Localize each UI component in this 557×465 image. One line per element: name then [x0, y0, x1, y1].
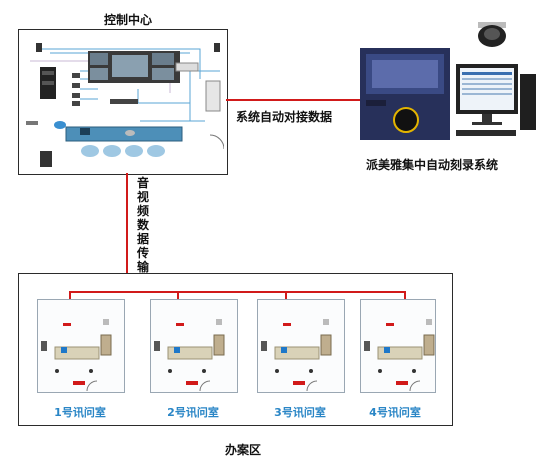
chair [81, 145, 99, 157]
speaker-right [214, 43, 220, 52]
data-link-label: 系统自动对接数据 [236, 110, 333, 124]
data-link-line [226, 99, 361, 101]
chair [147, 145, 165, 157]
room-label-4: 4号讯问室 [369, 406, 421, 419]
room-label-2: 2号讯问室 [167, 406, 219, 419]
recorder-device [175, 62, 199, 72]
office-area-title: 办案区 [225, 443, 262, 457]
tower-server [205, 80, 221, 112]
control-center-title: 控制中心 [104, 13, 153, 27]
recording-system-image [360, 22, 536, 140]
distribution-lines [69, 291, 406, 299]
interrogation-room-4 [360, 299, 436, 393]
system-name: 派美雅集中自动刻录系统 [366, 158, 499, 172]
pc-tower [520, 74, 536, 130]
control-room-equipment [26, 43, 224, 167]
transmission-label: 音视频数据传输 [136, 176, 149, 274]
keyboard [456, 130, 516, 136]
speaker-left [36, 43, 42, 52]
control-desk [65, 126, 183, 142]
chair [103, 145, 121, 157]
chair [125, 145, 143, 157]
room-label-1: 1号讯问室 [54, 406, 106, 419]
transmission-line [126, 173, 128, 273]
dome-camera [478, 22, 506, 47]
room-furniture [41, 318, 435, 391]
door-arc [209, 134, 224, 150]
room-label-3: 3号讯问室 [274, 406, 326, 419]
